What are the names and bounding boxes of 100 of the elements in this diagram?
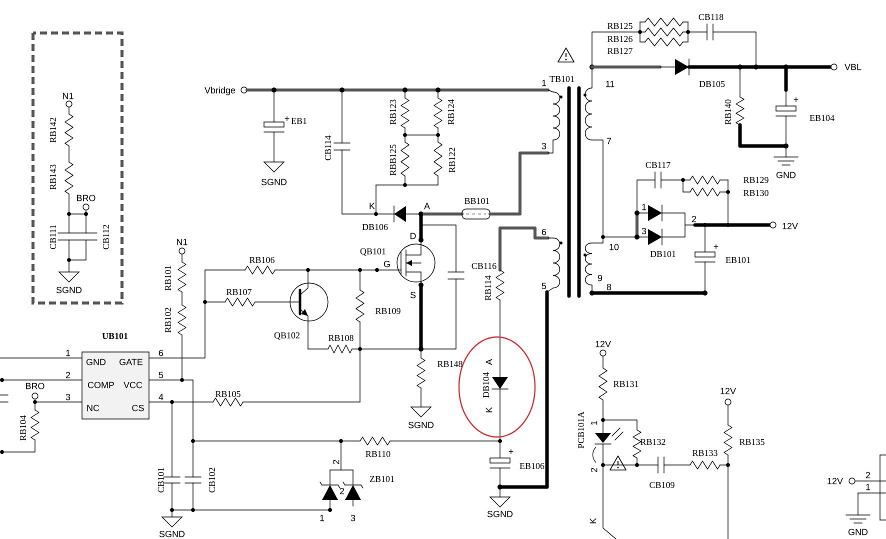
component-label: CB114 (324, 136, 332, 160)
component-label: DB101 (650, 250, 676, 258)
net-label: GND (776, 172, 796, 178)
net-label: N1 (177, 238, 188, 246)
net-label: BRO (77, 194, 96, 202)
component-label: RB106 (250, 256, 274, 264)
pin-label: K (590, 518, 596, 524)
component-label: TB101 (550, 76, 574, 82)
component-label: RB127 (608, 48, 632, 54)
component-label: CB111 (50, 225, 56, 250)
component-label: PCB101A (578, 412, 584, 448)
component-label: RB109 (376, 308, 400, 314)
pin-label: S (410, 292, 416, 298)
pin-number: 4 (158, 394, 164, 400)
component-label: BB101 (464, 198, 490, 204)
pin-label: A (486, 359, 492, 365)
pin-number: 5 (158, 372, 164, 378)
component-label: RB114 (485, 276, 491, 300)
component-label: CB109 (650, 482, 674, 488)
component-label: RB131 (614, 380, 638, 388)
pin-number: 6 (158, 350, 164, 356)
node-label: UB101 (102, 332, 128, 340)
component-label: RB105 (216, 390, 240, 398)
component-label: CB117 (646, 162, 670, 168)
component-label: RB122 (449, 148, 455, 172)
pin-number: 2 (340, 488, 344, 494)
net-label: SGND (56, 286, 82, 294)
pin-number: 9 (598, 274, 602, 282)
component-label: RB135 (740, 438, 764, 446)
component-label: DB105 (699, 80, 725, 88)
net-label: SGND (408, 422, 434, 428)
pin-number: 1 (320, 514, 324, 522)
pin-number: 1 (66, 350, 70, 356)
net-label: SGND (159, 530, 185, 538)
pin-number: 3 (66, 394, 70, 400)
polarity-sign: + (794, 97, 798, 102)
component-label: RB110 (366, 450, 390, 458)
pin-number: 5 (542, 282, 546, 290)
component-label: RB101 (164, 266, 172, 290)
component-label: RBB125 (390, 144, 396, 176)
net-label: Vbridge (204, 86, 236, 96)
component-label: RB125 (608, 22, 632, 30)
component-label: EB104 (810, 114, 834, 122)
component-label: RB107 (226, 288, 252, 296)
component-label: RB123 (390, 100, 396, 124)
component-label: DB106 (362, 224, 388, 230)
component-label: EB106 (520, 462, 544, 470)
pin-number: 7 (606, 138, 612, 144)
component-label: RB140 (724, 100, 732, 124)
pin-number: 1 (590, 420, 598, 425)
pin-label: G (384, 260, 390, 268)
component-label: QB101 (360, 248, 386, 256)
component-label: ZB101 (370, 476, 394, 482)
component-label: RB132 (640, 438, 666, 446)
net-label: 12V (720, 388, 736, 394)
net-label: SGND (487, 510, 513, 518)
component-label: CB118 (698, 14, 724, 20)
pin-number: 8 (606, 284, 612, 290)
component-label: RB126 (608, 36, 632, 42)
net-label: 12V (828, 478, 843, 484)
pin-label: K (370, 202, 375, 210)
component-label: EB1 (291, 118, 306, 124)
component-label: RB108 (328, 334, 354, 342)
pin-number: 1 (542, 80, 546, 86)
component-label: RB130 (744, 190, 768, 196)
net-label: VBL (844, 64, 862, 70)
polarity-sign: + (284, 116, 290, 121)
component-label: CB116 (472, 262, 496, 270)
pin-number: 11 (606, 80, 614, 88)
component-label: RB142 (50, 118, 56, 142)
polarity-sign: + (508, 449, 514, 454)
pin-number: 3 (542, 142, 546, 150)
component-label: RB133 (692, 450, 718, 456)
component-label: QB102 (274, 332, 300, 340)
component-label: CB112 (102, 224, 110, 250)
component-label: RB102 (164, 308, 172, 332)
net-label: N1 (63, 92, 74, 100)
pin-label: D (410, 232, 416, 240)
pin-number: 3 (642, 228, 646, 234)
net-label: SGND (261, 178, 287, 186)
component-label: EB101 (726, 256, 750, 264)
net-label: GND (848, 528, 868, 536)
pin-number: 3 (350, 514, 356, 522)
net-label: BRO (26, 382, 44, 390)
component-label: RB104 (20, 415, 26, 440)
pin-number: 2 (692, 216, 696, 222)
polarity-sign: + (714, 244, 718, 249)
net-label: 12V (782, 222, 798, 230)
pin-number: 2 (66, 372, 70, 378)
component-label: CB102 (208, 468, 216, 492)
component-label: DB104 (482, 372, 490, 398)
pin-label: A (424, 202, 430, 210)
pin-number: 2 (590, 468, 598, 472)
pin-number: 10 (610, 244, 619, 250)
component-label: RB129 (744, 176, 768, 184)
pin-label: K (486, 407, 492, 412)
pin-number: 2 (332, 460, 340, 464)
component-label: RB148 (438, 360, 462, 368)
pin-number: 6 (542, 228, 546, 236)
component-label: RB143 (50, 164, 56, 190)
